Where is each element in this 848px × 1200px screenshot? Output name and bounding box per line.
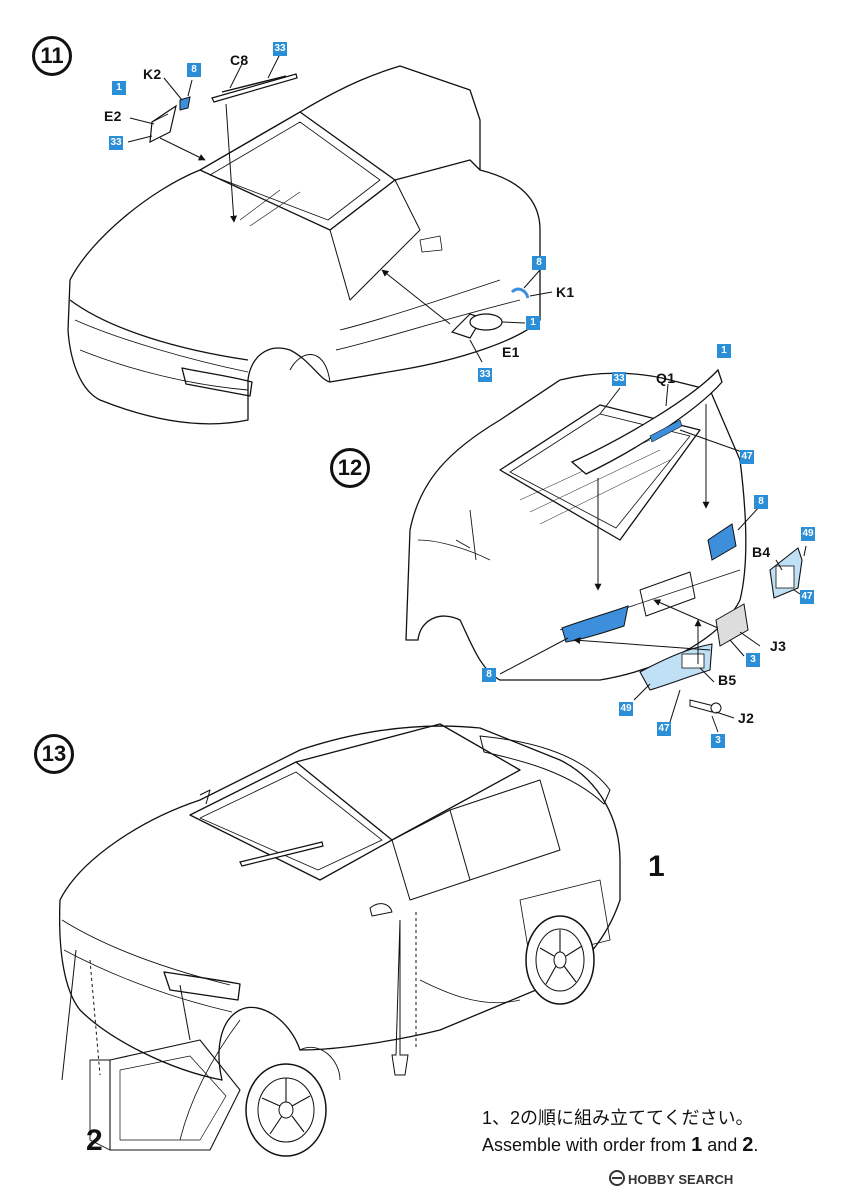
label-j2: J2 [738, 710, 755, 726]
note-en-end: . [753, 1135, 759, 1155]
color-callout-e1-right: 1 [526, 316, 540, 330]
part-j2 [689, 699, 722, 714]
note-en-2: 2 [742, 1134, 754, 1156]
order-1-marker: 1 [648, 850, 665, 883]
label-k1: K1 [556, 284, 575, 300]
part-k2 [179, 96, 191, 111]
color-callout-e2-bottom: 33 [109, 136, 123, 150]
step-13-badge: 13 [34, 734, 74, 774]
color-callout-j3: 3 [746, 653, 760, 667]
rear-wheel [525, 915, 595, 1005]
color-callout-j2: 3 [711, 734, 725, 748]
note-en-a: Assemble with order from [482, 1135, 687, 1155]
front-wheel [245, 1063, 327, 1157]
label-e2: E2 [104, 108, 122, 124]
part-left-lamp [561, 605, 629, 643]
step-12-badge: 12 [330, 448, 370, 488]
step-11-car-body [67, 65, 541, 425]
color-callout-right-lamp: 8 [754, 495, 768, 509]
order-2-marker: 2 [86, 1124, 103, 1157]
step-12-leader-lines [499, 383, 807, 733]
color-callout-b5-a: 49 [619, 702, 633, 716]
note-en-mid: and [707, 1135, 738, 1155]
color-callout-e1-bottom: 33 [478, 368, 492, 382]
part-right-lamp [707, 523, 737, 561]
color-callout-wing-stripe: 47 [740, 450, 754, 464]
color-callout-b4-b: 47 [800, 590, 814, 604]
color-callout-glass: 33 [612, 372, 626, 386]
label-c8: C8 [230, 52, 249, 68]
hobby-search-watermark: HOBBY SEARCH [628, 1172, 734, 1187]
color-callout-left-lamp: 8 [482, 668, 496, 682]
step-13-car-body [59, 723, 621, 1151]
part-e1-mirror [450, 313, 503, 339]
step-13-drop-arrows [61, 912, 417, 1081]
part-e2 [149, 104, 177, 144]
color-callout-e2-top: 1 [112, 81, 126, 95]
color-callout-c8: 33 [273, 42, 287, 56]
label-k2: K2 [143, 66, 162, 82]
assembly-note-jp: 1、2の順に組み立ててください。 [482, 1108, 754, 1128]
part-q1-wing [570, 368, 723, 475]
color-callout-b5-b: 47 [657, 722, 671, 736]
label-q1: Q1 [656, 370, 676, 386]
color-callout-wing: 1 [717, 344, 731, 358]
part-b4-lens [769, 547, 803, 599]
color-callout-k1: 8 [532, 256, 546, 270]
color-callout-k2: 8 [187, 63, 201, 77]
part-k1 [510, 287, 530, 299]
part-b5-lens [639, 643, 713, 691]
assembly-note-en: Assemble with order from 1 and 2. [482, 1134, 758, 1157]
label-e1: E1 [502, 344, 520, 360]
label-b4: B4 [752, 544, 771, 560]
part-j3-plate [715, 603, 749, 647]
label-b5: B5 [718, 672, 737, 688]
step-13-wiper [239, 841, 324, 867]
note-en-1: 1 [691, 1134, 703, 1156]
part-c8-wiper [211, 73, 298, 103]
color-callout-b4-a: 49 [801, 527, 815, 541]
label-j3: J3 [770, 638, 787, 654]
hobby-search-logo [609, 1170, 625, 1186]
step-11-badge: 11 [32, 36, 72, 76]
step-11-leader-lines [127, 53, 553, 363]
